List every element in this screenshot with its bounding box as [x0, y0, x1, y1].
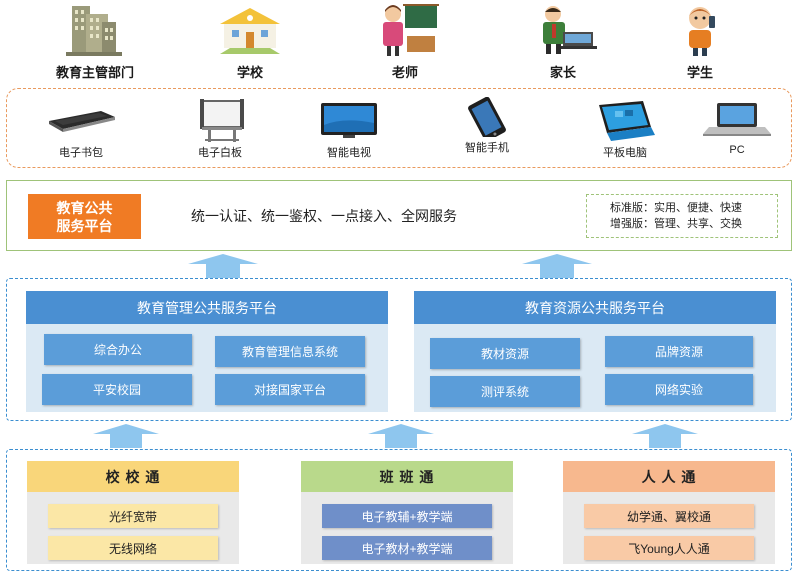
device-label: PC [729, 144, 745, 156]
device-whiteboard: 电子白板 [165, 97, 275, 161]
device-smartphone: 智能手机 [432, 97, 542, 161]
education-management-platform: 教育管理公共服务平台 综合办公 教育管理信息系统 平安校园 对接国家平台 [26, 291, 388, 412]
user-label: 学生 [686, 65, 713, 80]
device-label: 电子书包 [59, 147, 103, 159]
public-service-title: 教育公共 服务平台 [28, 194, 141, 239]
device-label: 智能手机 [465, 142, 509, 154]
edition-standard: 标准版：实用、便捷、快速 [610, 202, 742, 214]
user-label: 家长 [549, 65, 576, 80]
tablet-icon [599, 101, 655, 141]
user-parent: 家长 [508, 2, 618, 82]
device-label: 智能电视 [327, 147, 371, 159]
column-item: 电子教材+教学端 [322, 536, 492, 560]
arrow-up-icon [522, 254, 592, 278]
teacher-icon [383, 4, 439, 56]
user-education-authority: 教育主管部门 [40, 2, 150, 82]
column-title: 人 人 通 [563, 461, 775, 492]
smart-tv-icon [321, 103, 377, 138]
column-item: 无线网络 [48, 536, 218, 560]
whiteboard-icon [200, 99, 244, 142]
education-resource-platform: 教育资源公共服务平台 教材资源 品牌资源 测评系统 网络实验 [414, 291, 776, 412]
person-to-person-column: 人 人 通 幼学通、翼校通 飞Young人人通 [563, 461, 775, 564]
module-item: 综合办公 [44, 334, 192, 365]
devices-panel: 电子书包 电子白板 智能电视 智能手机 [6, 88, 792, 168]
module-item: 教材资源 [430, 338, 580, 369]
school-to-school-column: 校 校 通 光纤宽带 无线网络 [27, 461, 239, 564]
ebook-bag-icon [49, 111, 115, 132]
edition-box: 标准版：实用、便捷、快速 增强版：管理、共享、交换 [586, 194, 778, 238]
user-label: 教育主管部门 [55, 65, 134, 80]
edition-enhanced: 增强版：管理、共享、交换 [610, 218, 742, 230]
column-item: 飞Young人人通 [584, 536, 754, 560]
platform-title: 教育资源公共服务平台 [414, 291, 776, 324]
arrow-up-icon [93, 424, 159, 448]
module-item: 对接国家平台 [215, 374, 365, 405]
device-label: 电子白板 [198, 147, 242, 159]
column-title: 校 校 通 [27, 461, 239, 492]
user-school: 学校 [195, 2, 305, 82]
arrow-up-icon [632, 424, 698, 448]
module-item: 平安校园 [42, 374, 192, 405]
school-icon [220, 8, 280, 54]
device-ebook-bag: 电子书包 [26, 97, 136, 161]
class-to-class-column: 班 班 通 电子教辅+教学端 电子教材+教学端 [301, 461, 513, 564]
device-tablet: 平板电脑 [570, 97, 680, 161]
arrow-up-icon [188, 254, 258, 278]
parent-icon [543, 6, 597, 54]
user-label: 老师 [391, 65, 418, 80]
government-building-icon [66, 6, 122, 56]
device-smart-tv: 智能电视 [294, 97, 404, 161]
public-service-description: 统一认证、统一鉴权、一点接入、全网服务 [191, 208, 457, 224]
device-laptop: PC [682, 97, 792, 161]
column-title: 班 班 通 [301, 461, 513, 492]
laptop-icon [703, 103, 771, 136]
module-item: 网络实验 [605, 374, 753, 405]
platform-title: 教育管理公共服务平台 [26, 291, 388, 324]
user-teacher: 老师 [350, 2, 460, 82]
module-item: 品牌资源 [605, 336, 753, 367]
module-item: 测评系统 [430, 376, 580, 407]
smartphone-icon [468, 97, 506, 137]
bottom-panel: 校 校 通 光纤宽带 无线网络 班 班 通 电子教辅+教学端 电子教材+教学端 … [6, 449, 792, 571]
column-item: 电子教辅+教学端 [322, 504, 492, 528]
platform-panel: 教育管理公共服务平台 综合办公 教育管理信息系统 平安校园 对接国家平台 教育资… [6, 278, 792, 421]
user-student: 学生 [645, 2, 755, 82]
column-item: 光纤宽带 [48, 504, 218, 528]
public-service-bar: 教育公共 服务平台 统一认证、统一鉴权、一点接入、全网服务 标准版：实用、便捷、… [6, 180, 792, 251]
arrow-up-icon [368, 424, 434, 448]
device-label: 平板电脑 [603, 147, 647, 159]
user-label: 学校 [236, 65, 263, 80]
column-item: 幼学通、翼校通 [584, 504, 754, 528]
student-icon [689, 7, 715, 56]
module-item: 教育管理信息系统 [215, 336, 365, 367]
